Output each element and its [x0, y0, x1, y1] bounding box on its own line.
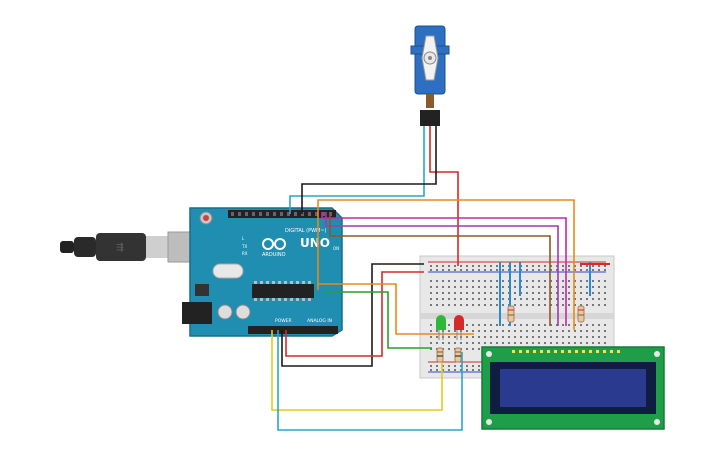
servo-motor[interactable]: [410, 25, 450, 126]
capacitor-1: [217, 304, 233, 320]
wire-servo-ground: [301, 126, 437, 214]
wire-servo-power: [429, 126, 459, 266]
power-label: POWER: [275, 318, 292, 324]
breadboard-holes: [430, 265, 606, 371]
wire-servo-signal: [289, 126, 425, 214]
crystal: [212, 263, 244, 279]
wire-red-left: [285, 271, 424, 357]
arduino-infinity-logo: [262, 238, 286, 250]
led-on-label: ON: [333, 246, 339, 251]
usb-icon: ⇶: [116, 242, 124, 253]
wire-cyan-bottom: [277, 330, 463, 431]
analog-label: ANALOG IN: [307, 318, 332, 324]
resistor-2: [454, 347, 462, 363]
wires: [271, 126, 610, 431]
wire-orange-mid: [318, 283, 474, 335]
uno-brand: UNO: [300, 236, 330, 250]
led-tx-label: TX: [241, 244, 247, 249]
usb-cable: ⇶: [60, 231, 203, 263]
capacitor-2: [235, 304, 251, 320]
arduino-uno-board[interactable]: DIGITAL (PWM~) UNO ARDUINO POWER ANALOG …: [182, 207, 343, 337]
wire-black-left: [281, 263, 424, 367]
wire-yellow-bottom: [271, 330, 443, 411]
resistor-1: [436, 347, 444, 363]
power-jack: [182, 302, 212, 324]
lcd-screen: [500, 369, 646, 407]
led-green[interactable]: [436, 315, 446, 340]
lcd-16x2[interactable]: [481, 346, 665, 430]
wire-purple-top: [325, 212, 559, 326]
resistor-3: [507, 305, 515, 323]
led-rx-label: RX: [242, 251, 248, 256]
led-red[interactable]: [454, 315, 464, 340]
wire-orange-top: [317, 199, 575, 330]
wire-brown-top: [329, 212, 551, 326]
atmega-chip: [252, 284, 314, 298]
power-analog-header: [248, 326, 338, 334]
wire-magenta-top: [321, 212, 567, 326]
servo-connector: [420, 110, 440, 126]
resistor-4: [577, 305, 585, 323]
digital-label: DIGITAL (PWM~): [285, 228, 327, 234]
arduino-logo-text: ARDUINO: [262, 252, 286, 258]
led-l-label: L: [242, 236, 245, 241]
wire-green: [324, 291, 432, 349]
